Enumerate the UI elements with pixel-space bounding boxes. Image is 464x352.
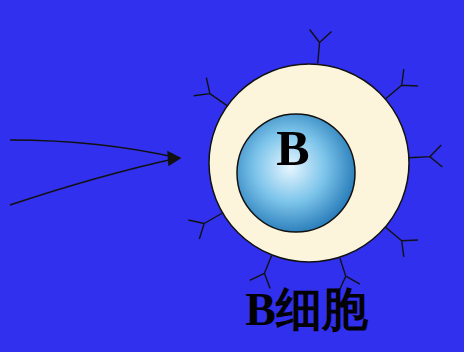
b-cell: B细胞B bbox=[208, 63, 410, 263]
nucleus-letter: B bbox=[230, 113, 356, 173]
incoming-arrow bbox=[10, 140, 180, 205]
cell-caption: B细胞 bbox=[245, 287, 368, 333]
nucleus: B bbox=[236, 113, 356, 233]
receptors bbox=[188, 30, 442, 291]
